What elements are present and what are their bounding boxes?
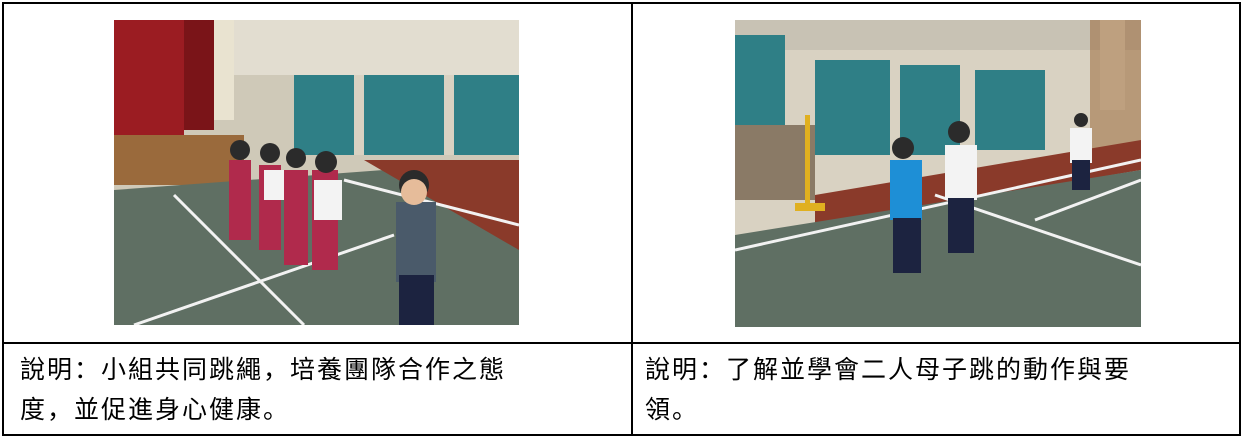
row-divider bbox=[4, 342, 1239, 344]
caption-left-line2: 度，並促進身心健康。 bbox=[20, 395, 291, 424]
two-students-jumping-rope-gym-photo bbox=[735, 20, 1141, 327]
caption-left-line1: 說明：小組共同跳繩，培養團隊合作之態 bbox=[20, 355, 507, 384]
caption-right-line1: 說明：了解並學會二人母子跳的動作與要 bbox=[645, 355, 1132, 384]
caption-table bbox=[2, 2, 1241, 436]
children-jumping-rope-gym-photo bbox=[114, 20, 519, 325]
column-divider bbox=[631, 4, 633, 434]
caption-right-line2: 領。 bbox=[645, 395, 700, 424]
caption-right: 說明：了解並學會二人母子跳的動作與要領。 bbox=[645, 350, 1235, 430]
caption-left: 說明：小組共同跳繩，培養團隊合作之態度，並促進身心健康。 bbox=[20, 350, 610, 430]
